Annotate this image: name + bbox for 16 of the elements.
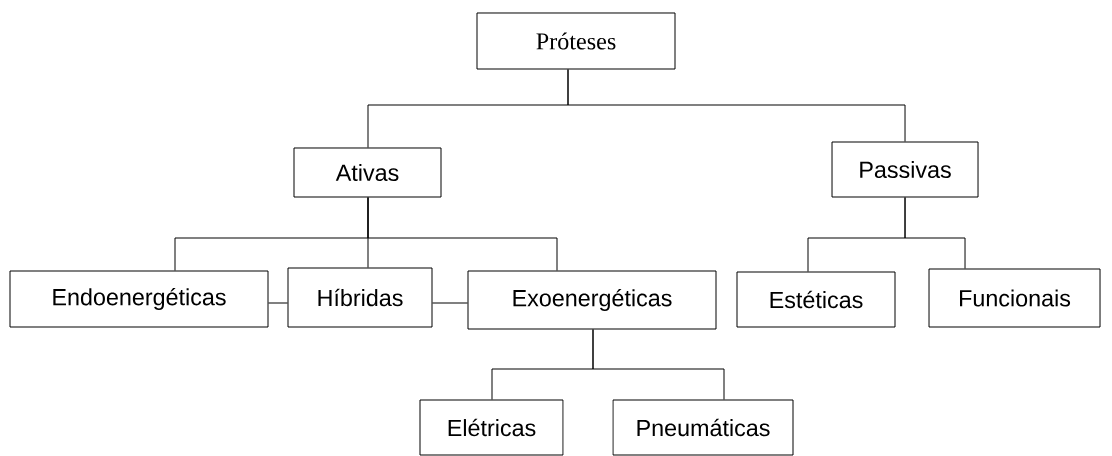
- connector-line: [432, 302, 468, 304]
- category-box: Pneumáticas: [612, 399, 794, 456]
- category-box: Próteses: [476, 12, 676, 70]
- category-box: Híbridas: [287, 267, 433, 328]
- connector-line: [268, 302, 288, 304]
- category-box: Passivas: [831, 141, 979, 198]
- connector-line: [367, 197, 558, 271]
- category-box: Exoenergéticas: [467, 270, 717, 330]
- connector-line: [904, 197, 966, 269]
- category-box: Elétricas: [419, 399, 564, 456]
- category-box: Ativas: [293, 147, 442, 198]
- category-box: Endoenergéticas: [9, 270, 269, 328]
- connector-line: [592, 329, 725, 400]
- category-box: Estéticas: [736, 271, 896, 328]
- category-box: Funcionais: [928, 268, 1101, 328]
- connector-line: [567, 69, 906, 142]
